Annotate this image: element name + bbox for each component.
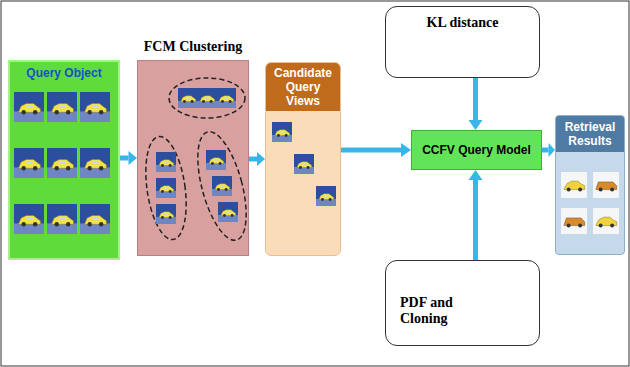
node-heading: Query Object xyxy=(10,62,118,84)
flow-arrow xyxy=(341,143,411,157)
input-box: KL distance xyxy=(385,6,540,78)
input-box: PDF and Cloning xyxy=(385,260,540,346)
node-heading: Retrieval Results xyxy=(556,116,624,152)
node-heading: KL distance xyxy=(386,7,539,31)
flow-arrow xyxy=(469,78,483,130)
process-panel: FCM Clustering xyxy=(137,60,249,256)
process-box: CCFV Query Model xyxy=(411,130,542,170)
arrow-shaft xyxy=(120,156,129,161)
flow-arrow xyxy=(120,151,137,165)
arrow-shaft xyxy=(341,148,401,153)
output-panel: Retrieval Results xyxy=(555,115,625,255)
arrow-head xyxy=(469,170,483,180)
node-heading: PDF and Cloning xyxy=(400,295,470,327)
arrow-shaft xyxy=(473,180,478,260)
node-heading: CCFV Query Model xyxy=(416,143,537,157)
flow-arrow xyxy=(542,143,555,157)
arrow-head xyxy=(401,143,411,157)
flow-arrow xyxy=(469,170,483,260)
arrow-head xyxy=(129,151,138,165)
node-heading: FCM Clustering xyxy=(118,39,268,55)
arrow-shaft xyxy=(473,78,478,120)
input-panel: Query Object xyxy=(8,60,120,260)
arrow-shaft xyxy=(249,157,257,162)
flow-arrow xyxy=(249,152,265,166)
node-heading: Candidate Query Views xyxy=(266,63,340,111)
process-panel: Candidate Query Views xyxy=(265,62,341,256)
arrow-head xyxy=(469,120,483,130)
arrow-head xyxy=(257,152,265,166)
arrow-shaft xyxy=(542,148,549,153)
